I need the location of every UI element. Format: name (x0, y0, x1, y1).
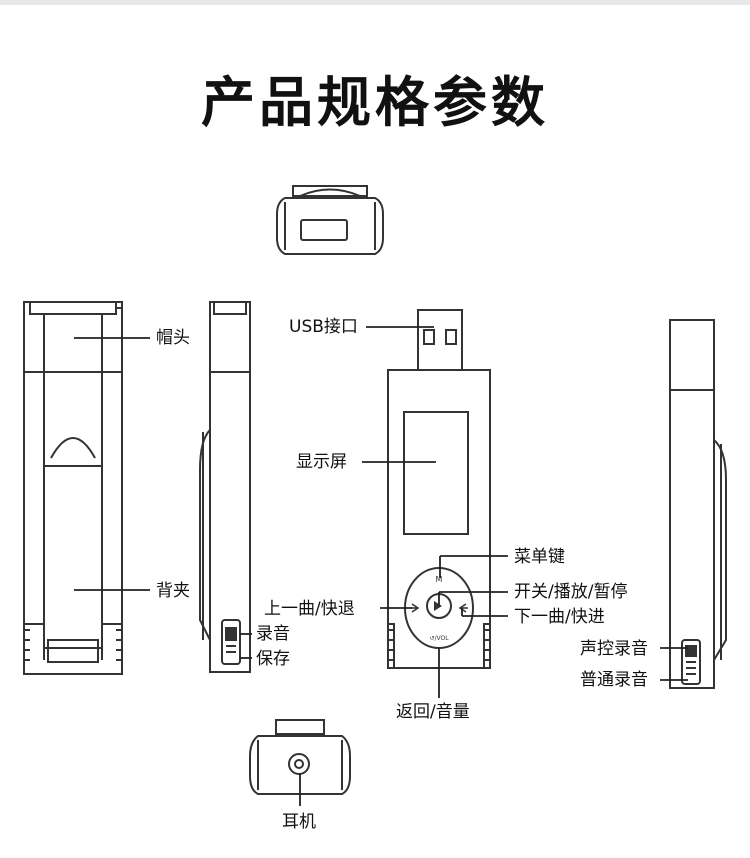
label-menu: 菜单键 (514, 547, 565, 567)
menu-mark: M (436, 575, 443, 584)
top-view-usb-end (276, 185, 384, 255)
label-earphone: 耳机 (282, 812, 316, 832)
vol-mark: ↺/VOL (429, 635, 449, 642)
front-view: M ↺/VOL (387, 309, 491, 669)
label-play: 开关/播放/暂停 (514, 582, 628, 602)
bottom-view-earphone-end (249, 719, 351, 795)
label-prev: 上一曲/快退 (264, 599, 355, 619)
back-view (23, 301, 123, 675)
label-save: 保存 (256, 649, 290, 669)
label-voice-record: 声控录音 (580, 639, 648, 659)
label-normal-record: 普通录音 (580, 670, 648, 690)
label-usb: USB接口 (289, 317, 358, 337)
top-border (0, 0, 750, 5)
leader-lines (74, 326, 688, 806)
label-record: 录音 (256, 624, 290, 644)
right-side-view (669, 319, 727, 689)
label-clip: 背夹 (156, 581, 190, 601)
label-next: 下一曲/快进 (514, 607, 605, 627)
label-screen: 显示屏 (296, 452, 347, 472)
page-title: 产品规格参数 (201, 71, 549, 134)
label-back-volume: 返回/音量 (396, 702, 470, 722)
label-cap: 帽头 (156, 328, 190, 348)
left-side-view (199, 301, 251, 673)
